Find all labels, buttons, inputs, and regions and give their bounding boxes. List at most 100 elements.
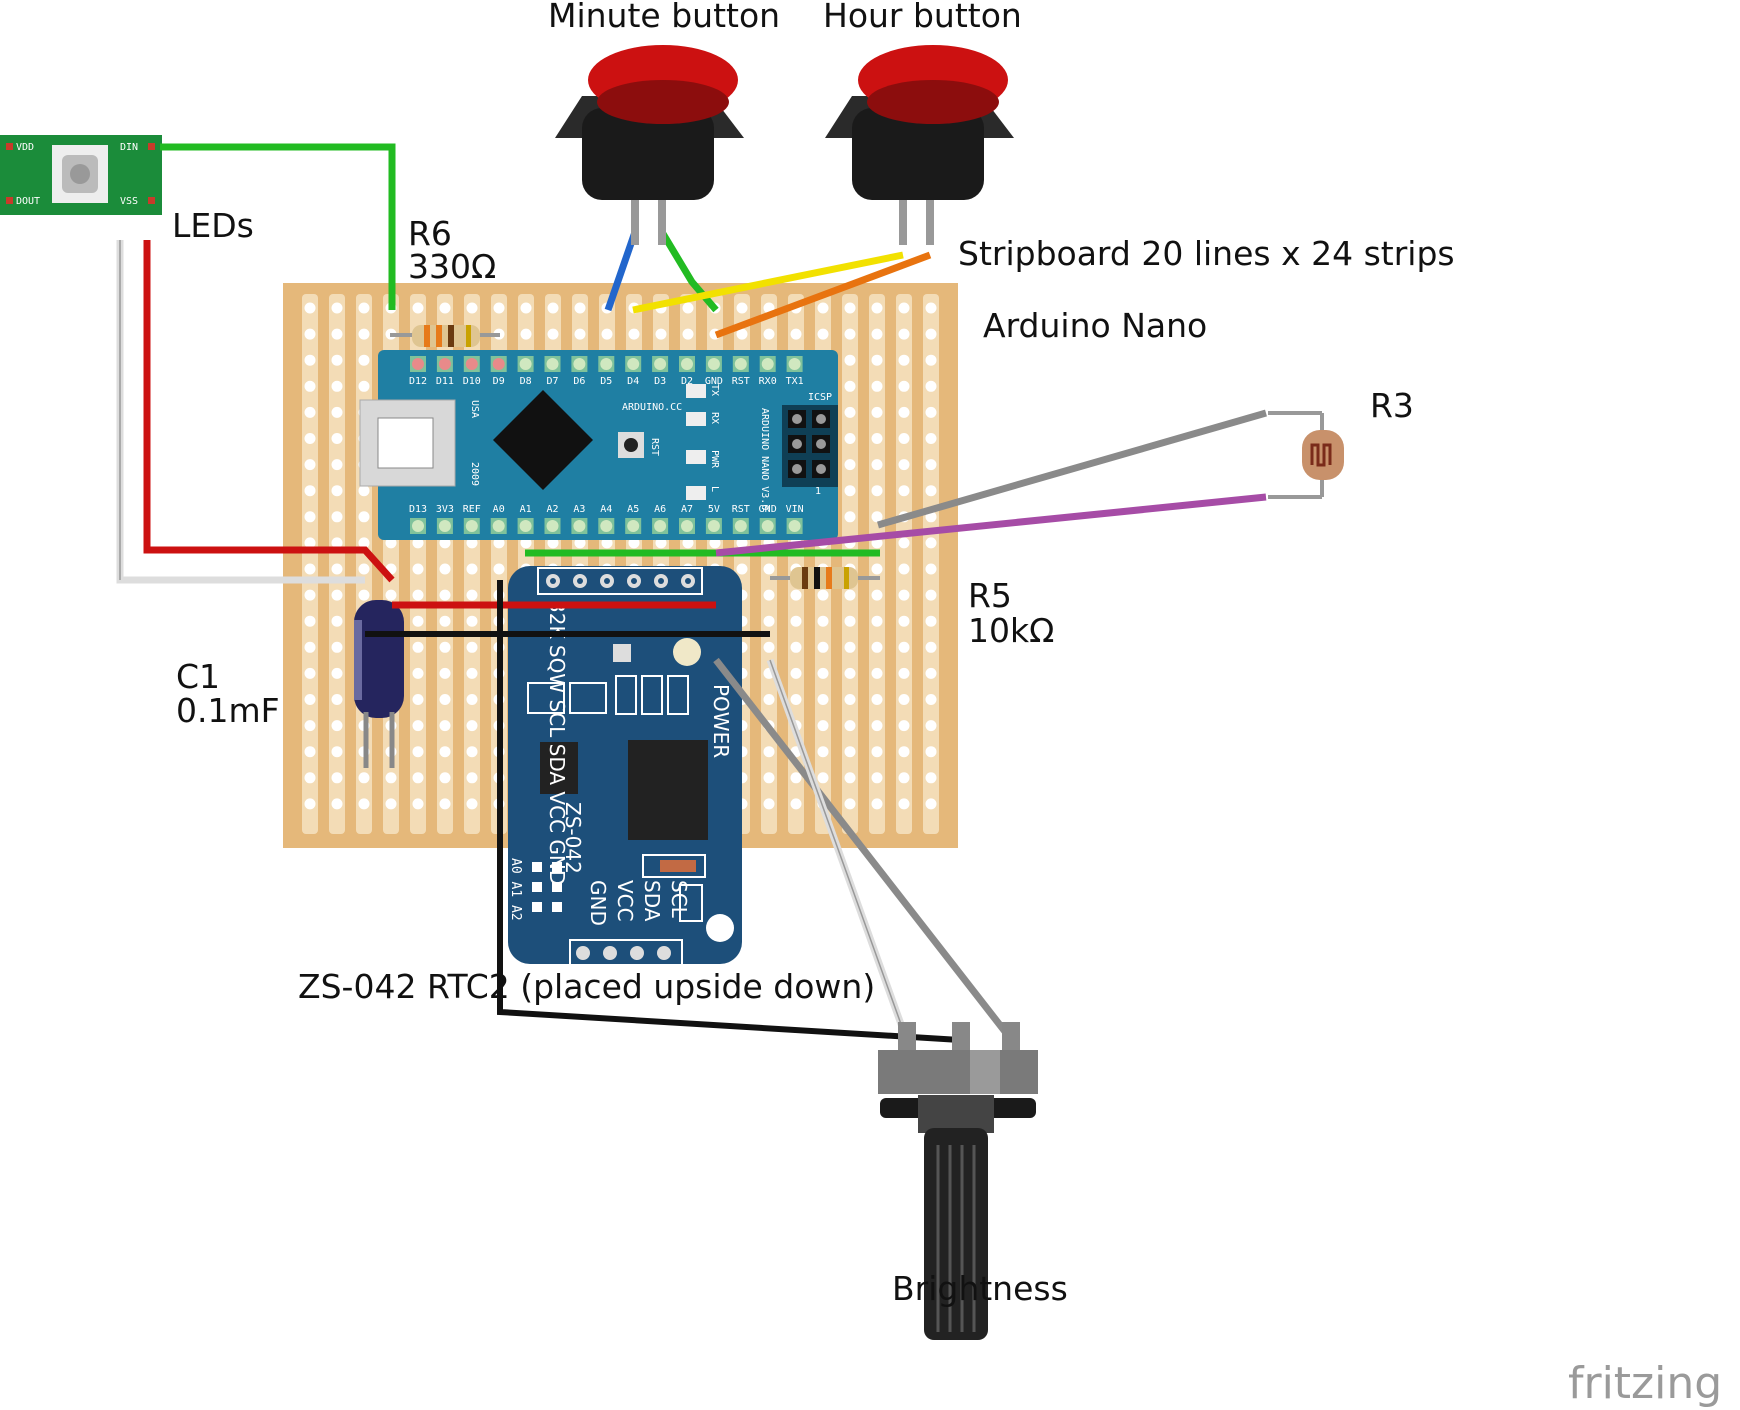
nano-top-pin-label: D9	[493, 376, 505, 387]
strip-hole	[682, 302, 694, 314]
strip-hole	[898, 459, 910, 471]
nano-top-pin-label: D8	[520, 376, 532, 387]
nano-bottom-pin-label: A7	[681, 504, 693, 515]
strip-hole	[763, 694, 775, 705]
strip-hole	[763, 641, 775, 653]
strip-hole	[925, 485, 937, 497]
nano-top-pin-label: D10	[463, 376, 481, 387]
strip-hole	[736, 328, 748, 340]
nano-status-led	[686, 412, 706, 426]
strip-hole	[871, 380, 883, 392]
nano-top-pin	[573, 358, 586, 370]
strip-hole	[439, 667, 451, 679]
brightness-label: Brightness	[892, 1269, 1068, 1308]
strip-hole	[898, 380, 910, 392]
strip-hole	[898, 798, 910, 810]
strip-hole	[574, 328, 586, 340]
strip-hole	[304, 694, 316, 705]
nano-status-led	[686, 486, 706, 500]
nano-bottom-pin	[412, 520, 424, 532]
strip-hole	[844, 380, 856, 392]
strip-hole	[898, 667, 910, 679]
strip-hole	[439, 746, 451, 758]
nano-bottom-pin	[519, 520, 532, 532]
strip-hole	[844, 694, 856, 705]
strip-hole	[763, 615, 775, 627]
led-vdd-label: VDD	[16, 142, 34, 153]
nano-bottom-pin	[438, 520, 451, 532]
strip-hole	[331, 354, 343, 366]
strip-hole	[844, 485, 856, 497]
strip-hole	[898, 615, 910, 627]
nano-bottom-pin-label: A1	[520, 504, 532, 515]
strip-hole	[844, 589, 856, 601]
rtc-power-label: POWER	[709, 684, 733, 758]
nano-top-pin	[734, 358, 747, 370]
strip-hole	[331, 406, 343, 418]
strip-hole	[925, 798, 937, 810]
strip-hole	[844, 641, 856, 653]
nano-mcu-chip	[493, 390, 593, 490]
strip-hole	[925, 694, 937, 705]
strip-hole	[331, 694, 343, 705]
nano-top-pin	[761, 358, 774, 370]
strip-hole	[331, 380, 343, 392]
strip-hole	[898, 302, 910, 314]
nano-top-pin	[412, 358, 424, 370]
strip-hole	[844, 511, 856, 523]
strip-hole	[817, 746, 829, 758]
nano-top-pin	[519, 358, 532, 370]
strip-hole	[871, 354, 883, 366]
nano-bottom-pin	[654, 520, 667, 532]
strip-hole	[898, 589, 910, 601]
icsp-pin	[816, 414, 826, 424]
rtc-bottom-pin-label: VCC	[613, 880, 637, 922]
strip-hole	[331, 589, 343, 601]
nano-usa: USA	[469, 400, 480, 418]
nano-top-pin	[788, 358, 801, 370]
nano-bottom-pin-label: A6	[654, 504, 666, 515]
strip-hole	[763, 772, 775, 784]
strip-hole	[898, 328, 910, 340]
nano-bottom-pin	[573, 520, 586, 532]
strip-hole	[871, 511, 883, 523]
rtc-addr-label: A0 A1 A2	[508, 858, 523, 921]
nano-top-pin-label: RST	[732, 376, 750, 387]
strip-hole	[871, 589, 883, 601]
strip-hole	[412, 746, 424, 758]
nano-rst: RST	[649, 438, 660, 456]
strip-hole	[925, 615, 937, 627]
wires	[116, 143, 1267, 1043]
nano-bottom-pin-label: A5	[627, 504, 639, 515]
r5-name-label: R5	[968, 576, 1012, 615]
nano-icsp: ICSP	[808, 392, 832, 403]
strip-hole	[358, 537, 370, 549]
minute-push-button	[555, 45, 744, 245]
strip-hole	[601, 537, 613, 549]
strip-hole	[925, 589, 937, 601]
strip-hole	[628, 537, 640, 549]
strip-hole	[331, 615, 343, 627]
strip-hole	[790, 589, 802, 601]
strip-hole	[493, 563, 505, 575]
strip-hole	[412, 720, 424, 732]
strip-hole	[925, 772, 937, 784]
strip-hole	[331, 746, 343, 758]
strip-hole	[412, 667, 424, 679]
strip-hole	[520, 328, 532, 340]
strip-hole	[763, 563, 775, 575]
strip-hole	[466, 694, 478, 705]
strip-hole	[871, 328, 883, 340]
strip-hole	[898, 563, 910, 575]
strip-hole	[844, 459, 856, 471]
strip-hole	[547, 328, 559, 340]
strip-hole	[358, 563, 370, 575]
strip-hole	[331, 667, 343, 679]
nano-bottom-pin-label: RST	[732, 504, 750, 515]
nano-status-led-label: RX	[709, 412, 720, 424]
nano-status-led	[686, 384, 706, 398]
strip-hole	[925, 459, 937, 471]
strip-hole	[844, 302, 856, 314]
